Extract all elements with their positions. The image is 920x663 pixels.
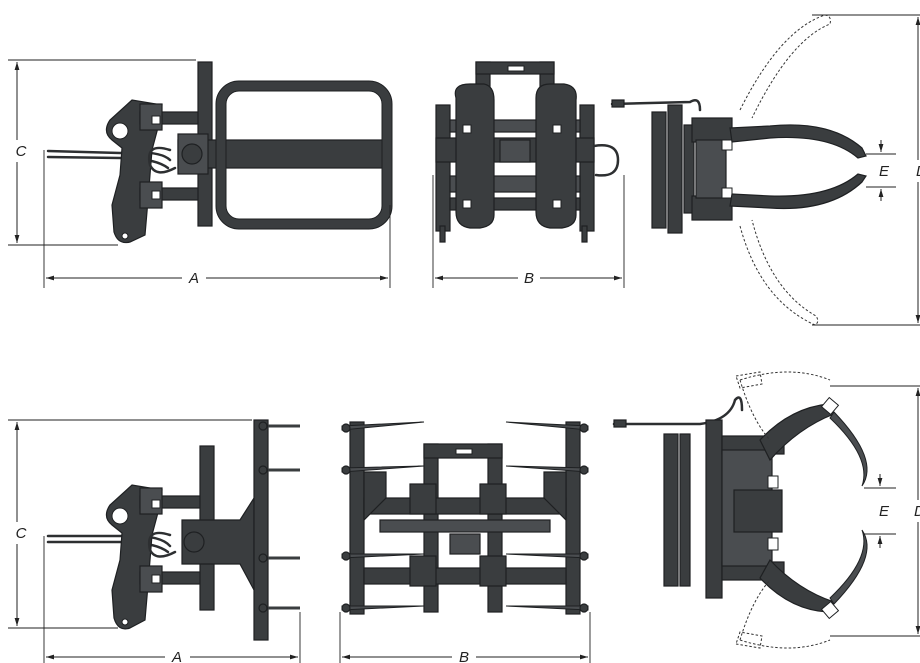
bottom-dim-a: A [43,536,301,663]
bottom-dim-c: C [8,419,252,629]
top-dim-b: B [432,175,625,288]
top-dim-d: D [812,14,920,326]
top-dim-c-label: C [16,143,27,160]
top-side-view [46,61,393,244]
top-dim-e-label: E [879,163,890,180]
top-dim-a-label: A [188,270,199,287]
bottom-dim-e-label: E [879,503,890,520]
top-dim-e: E [866,140,896,201]
bottom-plan-view [612,371,868,649]
top-front-view [435,61,620,243]
top-dim-a: A [43,150,391,288]
top-dim-d-label: D [916,163,920,180]
bottom-side-view [46,419,300,641]
bottom-dim-d-label: D [914,503,920,520]
top-dim-c: C [8,59,196,246]
top-dim-b-label: B [524,270,534,287]
top-plan-view [610,14,867,326]
bottom-dim-e: E [864,474,896,548]
bottom-front-view [341,421,589,615]
bottom-dim-d: D [830,385,920,637]
bottom-dim-a-label: A [171,649,182,663]
bottom-dim-c-label: C [16,525,27,542]
bottom-dim-b: B [339,612,591,663]
bottom-dim-b-label: B [459,649,469,663]
